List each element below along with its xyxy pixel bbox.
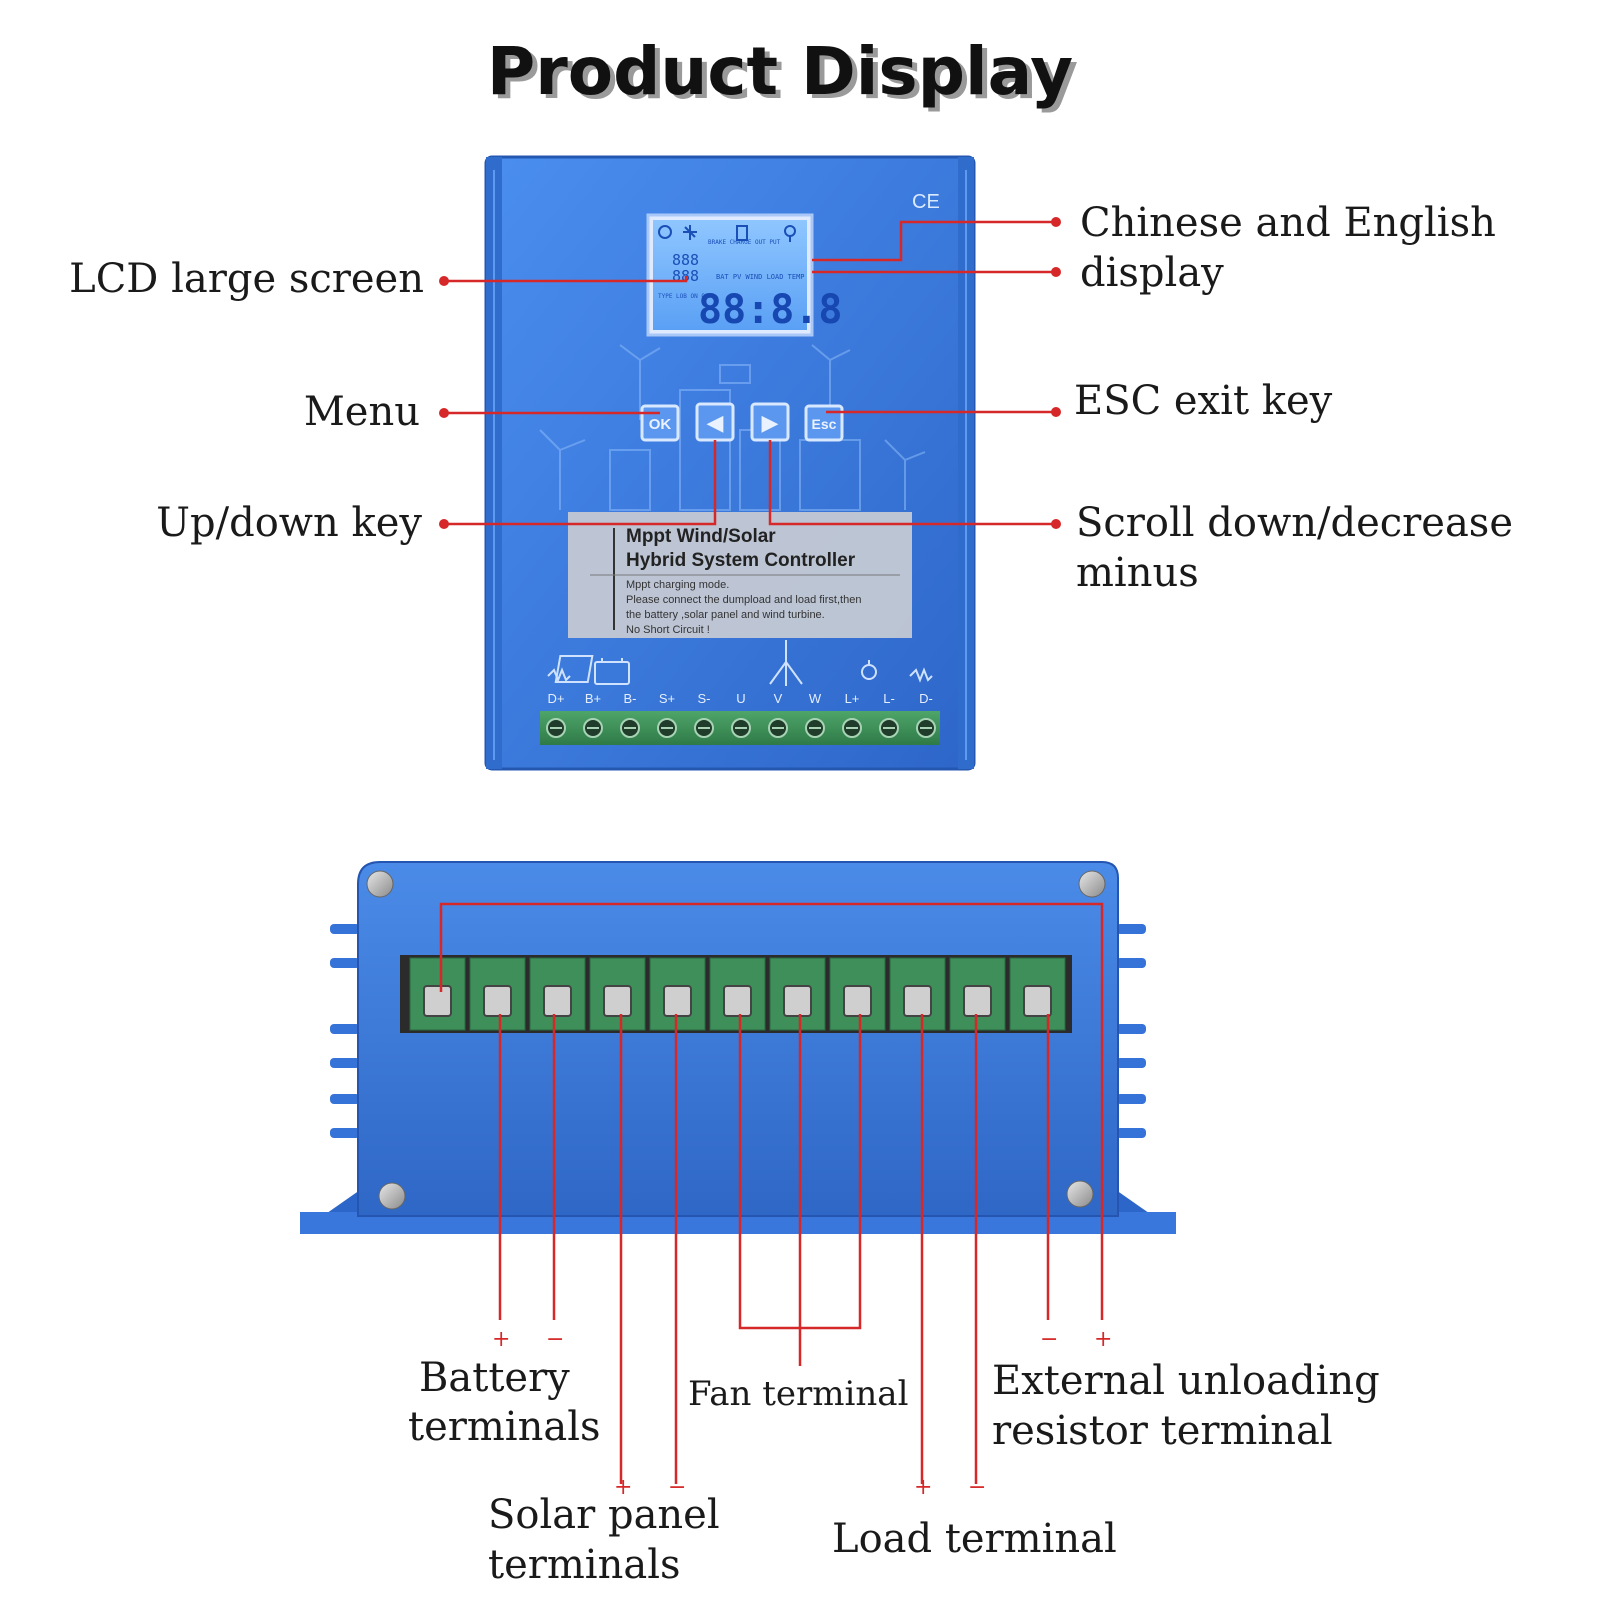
label-external-2: resistor terminal <box>992 1408 1333 1454</box>
terminal-label: D- <box>919 691 933 706</box>
lcd-row-labels: BAT PV WIND LOAD TEMP <box>716 273 805 281</box>
terminal-label: L- <box>883 691 895 706</box>
side-terminal-screw <box>543 985 572 1017</box>
callout-up-down-key: Up/down key <box>156 500 422 546</box>
side-view <box>300 861 1176 1234</box>
left-arrow-icon: ◀ <box>707 410 724 435</box>
callout-scroll-down-1: Scroll down/decrease <box>1076 500 1513 546</box>
label-load-terminal: Load terminal <box>832 1516 1117 1562</box>
side-terminal-screw <box>663 985 692 1017</box>
battery-plus: + <box>492 1327 510 1352</box>
load-plus: + <box>914 1475 932 1500</box>
label-battery-2: terminals <box>408 1404 601 1450</box>
solar-plus: + <box>614 1475 632 1500</box>
product-label-card: Mppt Wind/Solar Hybrid System Controller… <box>568 512 912 638</box>
label-solar-1: Solar panel <box>488 1492 720 1538</box>
right-arrow-icon: ▶ <box>762 410 779 435</box>
callout-dots <box>439 217 1061 529</box>
page-title-shadow: Product Display <box>492 37 1078 114</box>
esc-button[interactable]: Esc <box>804 404 844 442</box>
solar-minus: − <box>668 1475 686 1500</box>
terminal-label: W <box>809 691 822 706</box>
label-heading-1: Mppt Wind/Solar <box>626 526 776 547</box>
ce-mark: CE <box>912 191 940 213</box>
side-fins <box>330 924 1146 1138</box>
lcd-small-digits-1: 888 <box>672 251 699 269</box>
terminal-label: S- <box>698 691 711 706</box>
side-terminal-screw <box>603 985 632 1017</box>
terminal-label: B+ <box>585 691 601 706</box>
screw-top-left <box>366 870 394 898</box>
terminal-label: S+ <box>659 691 675 706</box>
side-terminal-screw <box>963 985 992 1017</box>
label-solar-2: terminals <box>488 1542 681 1588</box>
label-line-1: Mppt charging mode. <box>626 579 729 591</box>
callout-chinese-english-1: Chinese and English <box>1080 200 1496 246</box>
screw-bottom-left <box>378 1182 406 1210</box>
screw-top-right <box>1078 870 1106 898</box>
polarity-marks: + − + − + − − + <box>492 1327 1112 1500</box>
callout-esc-exit-key: ESC exit key <box>1074 378 1333 424</box>
side-terminal-screw <box>843 985 872 1017</box>
left-arrow-button[interactable]: ◀ <box>695 402 735 442</box>
esc-button-label: Esc <box>812 416 837 432</box>
battery-minus: − <box>546 1327 564 1352</box>
terminal-label: V <box>774 691 783 706</box>
front-panel: CE BRAKE CHARGE OUT PUT 888 888 BAT PV W… <box>484 155 976 771</box>
ok-button[interactable]: OK <box>640 404 680 442</box>
side-terminal-screw <box>783 985 812 1017</box>
label-heading-2: Hybrid System Controller <box>626 550 856 571</box>
label-fan-terminal: Fan terminal <box>688 1374 908 1414</box>
terminal-label: D+ <box>548 691 565 706</box>
label-line-2: Please connect the dumpload and load fir… <box>626 594 861 606</box>
label-line-4: No Short Circuit ! <box>626 624 710 636</box>
terminal-label: B- <box>624 691 637 706</box>
lcd-top-icons <box>658 225 796 242</box>
ok-button-label: OK <box>649 416 672 433</box>
terminal-label-row: D+ B+ B- S+ S- U V W L+ L- D- <box>548 691 933 706</box>
load-minus: − <box>968 1475 986 1500</box>
screw-bottom-right <box>1066 1180 1094 1208</box>
right-arrow-button[interactable]: ▶ <box>750 402 790 442</box>
front-terminal-block <box>540 711 940 745</box>
label-external-1: External unloading <box>992 1358 1380 1404</box>
lcd-main-digits: 88:8.8 <box>698 287 843 333</box>
terminal-label: U <box>736 691 745 706</box>
side-terminal-screw <box>723 985 752 1017</box>
callout-menu: Menu <box>304 389 420 435</box>
callout-scroll-down-2: minus <box>1076 550 1199 596</box>
callout-chinese-english-2: display <box>1080 250 1224 296</box>
label-battery-1: Battery <box>419 1355 570 1401</box>
external-plus: + <box>1094 1327 1112 1352</box>
page-title: Product Display <box>487 33 1073 110</box>
terminal-label: L+ <box>845 691 860 706</box>
terminal-icons <box>547 640 933 686</box>
label-line-3: the battery ,solar panel and wind turbin… <box>626 609 825 621</box>
lcd-top-labels: BRAKE CHARGE OUT PUT <box>708 239 781 246</box>
side-terminal-screw <box>423 985 452 1017</box>
side-terminal-screw <box>903 985 932 1017</box>
lcd-side-labels: TYPE LOB ON OFF <box>658 293 713 300</box>
side-terminal-screw <box>1023 985 1052 1017</box>
side-terminal-screw <box>483 985 512 1017</box>
lcd-screen: BRAKE CHARGE OUT PUT 888 888 BAT PV WIND… <box>646 213 843 337</box>
callout-lcd-large-screen: LCD large screen <box>69 256 424 302</box>
callout-lines <box>439 220 1104 1484</box>
external-minus: − <box>1040 1327 1058 1352</box>
